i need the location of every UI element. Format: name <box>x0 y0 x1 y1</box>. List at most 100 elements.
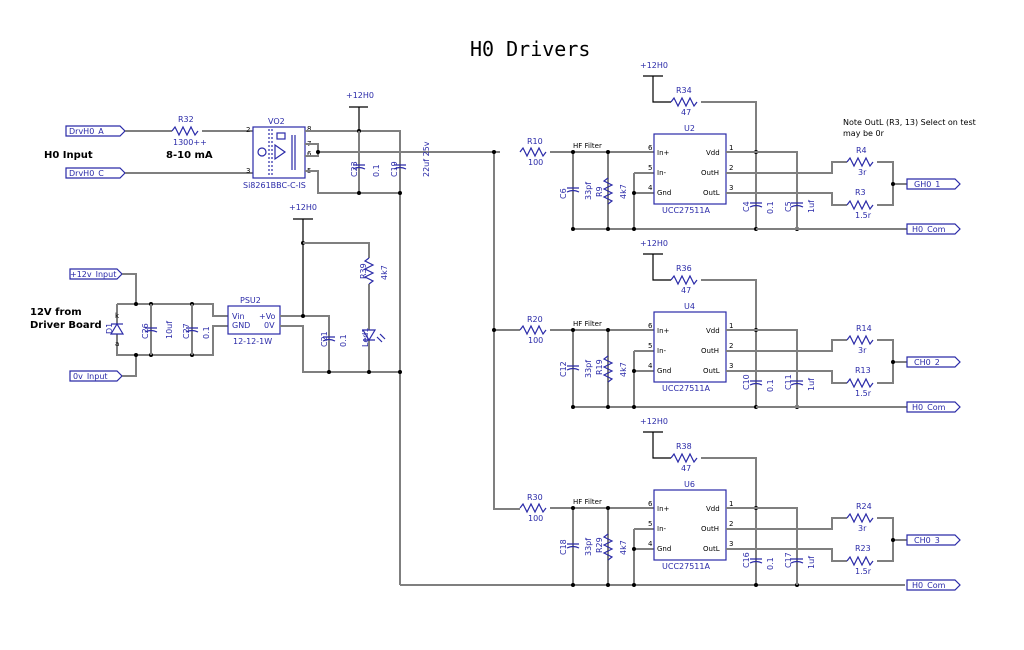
resistor-r38 <box>670 452 698 464</box>
svg-text:6: 6 <box>648 500 653 508</box>
resistor-r10 <box>519 146 547 158</box>
port-drvh0-a[interactable]: DrvH0_A <box>65 125 126 137</box>
svg-text:R14: R14 <box>856 324 872 333</box>
svg-text:5: 5 <box>648 342 652 350</box>
svg-text:8: 8 <box>307 125 311 133</box>
svg-text:1: 1 <box>729 322 733 330</box>
note-line-2: may be 0r <box>843 129 885 138</box>
svg-text:0.1: 0.1 <box>339 334 348 347</box>
rail-12h0-top: +12H0 <box>346 91 374 100</box>
resistor-r36 <box>670 274 698 286</box>
resistor-r4 <box>846 156 874 168</box>
svg-text:OutH: OutH <box>701 169 719 177</box>
svg-text:a: a <box>115 340 119 348</box>
ic-u2 <box>653 133 727 205</box>
resistor-r29 <box>602 533 614 561</box>
port-h0-com[interactable]: H0_Com <box>906 223 961 235</box>
port-ch0_2[interactable]: CH0_2 <box>906 356 961 368</box>
svg-text:1: 1 <box>729 144 733 152</box>
svg-text:R13: R13 <box>855 366 871 375</box>
svg-text:R32: R32 <box>178 115 194 124</box>
svg-text:R23: R23 <box>855 544 871 553</box>
capacitor-c17 <box>790 558 804 564</box>
capacitor-c21: C21 0.1 <box>320 331 348 347</box>
svg-text:R19: R19 <box>595 359 604 375</box>
capacitor-c23: C23 0.1 <box>350 161 381 177</box>
svg-text:4: 4 <box>648 362 653 370</box>
port-h0-com[interactable]: H0_Com <box>906 579 961 591</box>
port-h0-com[interactable]: H0_Com <box>906 401 961 413</box>
svg-text:1300++: 1300++ <box>173 138 207 147</box>
svg-text:4k7: 4k7 <box>619 184 628 199</box>
svg-text:PSU2: PSU2 <box>240 296 261 305</box>
isolator-vo2: VO2 Si8261BBC-C-IS 2 3 8 7 6 5 <box>243 117 312 190</box>
schematic-title: H0 Drivers <box>470 37 590 61</box>
svg-text:R38: R38 <box>676 442 692 451</box>
svg-text:C5: C5 <box>784 201 793 212</box>
svg-text:33pf: 33pf <box>584 360 593 378</box>
rail-12h0: +12H0 <box>640 61 668 70</box>
port-12v-input[interactable]: +12v_Input <box>69 268 123 280</box>
power-label-2: Driver Board <box>30 320 102 331</box>
port-0v-input[interactable]: 0v_Input <box>69 370 123 382</box>
svg-text:1.5r: 1.5r <box>855 567 872 576</box>
svg-text:HF Filter: HF Filter <box>573 320 602 328</box>
note-line-1: Note OutL (R3, 13) Select on test <box>843 118 976 127</box>
svg-text:CH0_2: CH0_2 <box>914 358 940 367</box>
svg-text:C19: C19 <box>390 161 399 177</box>
resistor-r9 <box>602 177 614 205</box>
svg-text:10uf: 10uf <box>165 321 174 339</box>
svg-text:47: 47 <box>681 108 691 117</box>
port-ch0_3[interactable]: CH0_3 <box>906 534 961 546</box>
port-drvh0-c[interactable]: DrvH0_C <box>65 167 126 179</box>
svg-text:C11: C11 <box>784 374 793 390</box>
resistor-r13 <box>846 377 874 389</box>
svg-text:6: 6 <box>648 322 653 330</box>
capacitor-c5 <box>790 202 804 208</box>
svg-text:47: 47 <box>681 286 691 295</box>
svg-text:Vin: Vin <box>232 312 245 321</box>
led-led1: Led1 <box>361 328 386 347</box>
svg-text:3r: 3r <box>858 168 867 177</box>
svg-text:1.5r: 1.5r <box>855 389 872 398</box>
capacitor-c4 <box>749 202 763 208</box>
svg-text:C26: C26 <box>141 323 150 339</box>
svg-text:0V: 0V <box>264 321 275 330</box>
svg-text:DrvH0_C: DrvH0_C <box>69 169 104 178</box>
rail-12h0: +12H0 <box>640 417 668 426</box>
svg-text:Gnd: Gnd <box>657 367 671 375</box>
resistor-r34 <box>670 96 698 108</box>
svg-text:1: 1 <box>729 500 733 508</box>
rail-12h0: +12H0 <box>640 239 668 248</box>
svg-text:UCC27511A: UCC27511A <box>662 384 710 393</box>
svg-text:0.1: 0.1 <box>372 164 381 177</box>
svg-text:+12v_Input: +12v_Input <box>70 270 116 279</box>
port-gh0_1[interactable]: GH0_1 <box>906 178 961 190</box>
svg-text:R20: R20 <box>527 315 543 324</box>
svg-text:33pf: 33pf <box>584 182 593 200</box>
svg-text:R36: R36 <box>676 264 692 273</box>
svg-text:1uf: 1uf <box>807 556 816 569</box>
svg-text:3: 3 <box>246 167 250 175</box>
svg-text:6: 6 <box>307 150 312 158</box>
resistor-r39: R39 4k7 <box>359 257 389 285</box>
svg-text:HF Filter: HF Filter <box>573 142 602 150</box>
svg-text:U2: U2 <box>684 124 695 133</box>
svg-text:OutH: OutH <box>701 347 719 355</box>
svg-text:C4: C4 <box>742 201 751 212</box>
svg-text:H0_Com: H0_Com <box>912 225 946 234</box>
input-section: DrvH0_A DrvH0_C H0 Input R32 1300++ 8-10… <box>44 91 500 585</box>
svg-text:GND: GND <box>232 321 250 330</box>
svg-text:VO2: VO2 <box>268 117 285 126</box>
svg-text:In+: In+ <box>657 505 670 513</box>
svg-text:3: 3 <box>729 540 733 548</box>
svg-text:R10: R10 <box>527 137 543 146</box>
svg-text:Gnd: Gnd <box>657 545 671 553</box>
svg-text:In-: In- <box>657 169 667 177</box>
svg-text:100: 100 <box>528 336 543 345</box>
svg-text:22uf 25v: 22uf 25v <box>422 141 431 177</box>
svg-text:4k7: 4k7 <box>619 540 628 555</box>
svg-text:2: 2 <box>729 164 733 172</box>
power-section: 12V from Driver Board +12v_Input 0v_Inpu… <box>30 203 402 382</box>
